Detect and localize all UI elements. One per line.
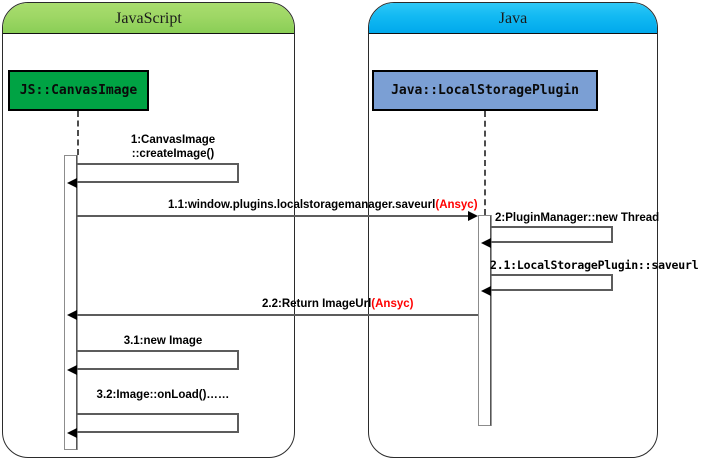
message-label-1-line1: 1:CanvasImage — [130, 134, 216, 146]
message-label-2-2-async: (Ansyc) — [371, 298, 414, 310]
self-message-loop-2-1 — [491, 274, 613, 291]
message-label-3-1: 3.1:new Image — [83, 334, 243, 348]
message-label-2-2: 2.2:Return ImageUrl(Ansyc) — [262, 297, 413, 311]
message-label-1-1: 1.1:window.plugins.localstoragemanager.s… — [168, 198, 478, 212]
class-box-js-canvasimage[interactable]: JS::CanvasImage — [8, 70, 149, 111]
message-line-2-2 — [77, 314, 478, 316]
message-label-2-text: 2:PluginManager::new Thread — [495, 212, 660, 224]
self-message-arrowhead-3-1 — [67, 365, 77, 375]
activation-bar-java — [478, 215, 491, 426]
self-message-arrowhead-3-2 — [67, 428, 77, 438]
message-label-2-1: 2.1:LocalStoragePlugin::saveurl — [490, 258, 699, 272]
frame-title-java: Java — [369, 3, 657, 34]
self-message-arrowhead-2-1 — [481, 286, 491, 296]
message-label-3-2: 3.2:Image::onLoad()…… — [83, 388, 243, 402]
lifeline-javascript — [77, 111, 79, 155]
message-label-2: 2:PluginManager::new Thread — [495, 211, 659, 225]
self-message-loop-3-1 — [77, 350, 239, 370]
message-label-1-1-async: (Ansyc) — [435, 199, 478, 211]
activation-bar-javascript — [64, 155, 77, 450]
message-label-3-2-text: 3.2:Image::onLoad()…… — [96, 389, 230, 401]
self-message-loop-2 — [491, 226, 613, 243]
message-label-3-1-text: 3.1:new Image — [123, 335, 203, 347]
self-message-arrowhead-1 — [67, 178, 77, 188]
self-message-loop-1 — [77, 163, 239, 183]
message-arrowhead-2-2 — [67, 310, 77, 320]
self-message-loop-3-2 — [77, 413, 239, 433]
message-label-1-line2: ::createImage() — [131, 148, 215, 160]
message-label-2-2-text: 2.2:Return ImageUrl — [262, 298, 372, 310]
message-line-1-1 — [77, 215, 469, 217]
lifeline-java — [484, 111, 486, 215]
message-label-1-1-text: 1.1:window.plugins.localstoragemanager.s… — [168, 199, 436, 211]
message-arrowhead-1-1 — [468, 211, 478, 221]
message-label-2-1-text: 2.1:LocalStoragePlugin::saveurl — [490, 258, 699, 272]
frame-title-javascript: JavaScript — [3, 3, 294, 34]
self-message-arrowhead-2 — [481, 238, 491, 248]
class-box-java-localstorageplugin[interactable]: Java::LocalStoragePlugin — [372, 70, 598, 111]
participant-frame-java: Java — [368, 2, 658, 458]
